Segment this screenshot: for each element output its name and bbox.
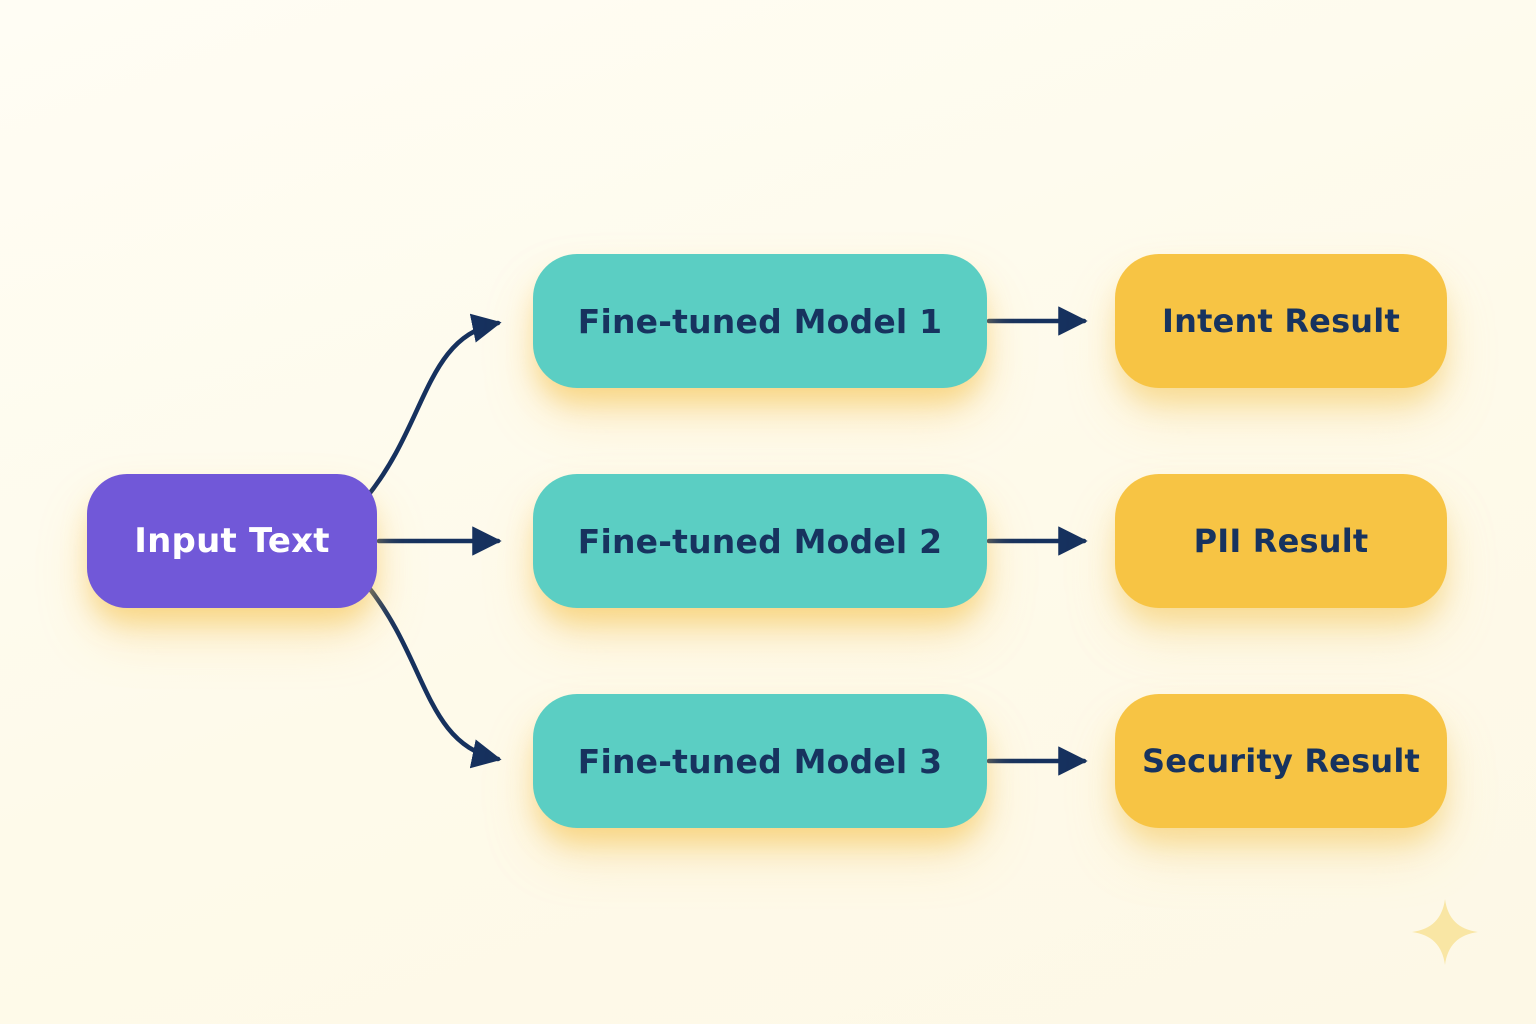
sparkle-icon [1412,899,1478,965]
edge-input-to-model3 [363,581,502,769]
node-security-result-label: Security Result [1142,742,1420,780]
node-fine-tuned-model-3-label: Fine-tuned Model 3 [577,741,943,781]
node-security-result: Security Result [1115,694,1447,828]
node-fine-tuned-model-2-label: Fine-tuned Model 2 [577,521,943,561]
node-input-text: Input Text [87,474,377,608]
node-pii-result: PII Result [1115,474,1447,608]
node-fine-tuned-model-3: Fine-tuned Model 3 [533,694,987,828]
node-fine-tuned-model-2: Fine-tuned Model 2 [533,474,987,608]
edge-input-to-model1 [363,313,502,501]
node-fine-tuned-model-1: Fine-tuned Model 1 [533,254,987,388]
node-input-text-label: Input Text [134,521,330,561]
node-intent-result: Intent Result [1115,254,1447,388]
node-pii-result-label: PII Result [1193,522,1369,560]
node-intent-result-label: Intent Result [1162,302,1400,340]
node-fine-tuned-model-1-label: Fine-tuned Model 1 [577,301,943,341]
